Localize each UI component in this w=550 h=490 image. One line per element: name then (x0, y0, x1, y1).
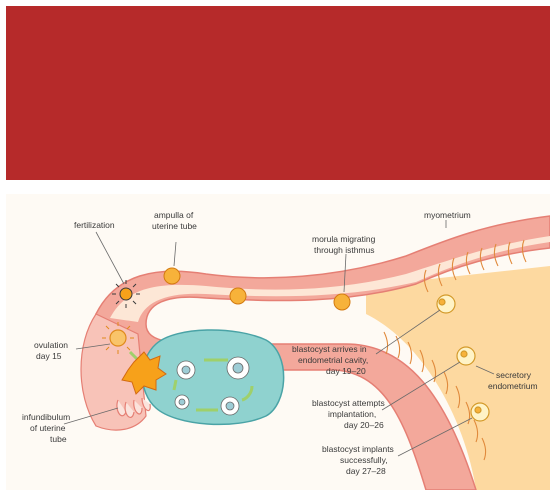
label-ampulla-2: uterine tube (152, 221, 197, 231)
label-secretory-2: endometrium (488, 381, 538, 391)
label-arrives-2: endometrial cavity, (298, 355, 368, 365)
embryo-migration-diagram: fertilization ampulla of uterine tube mo… (6, 194, 550, 490)
label-fertilization: fertilization (74, 220, 115, 230)
label-infundibulum-1: infundibulum (22, 412, 70, 422)
diagram-svg: fertilization ampulla of uterine tube mo… (6, 194, 550, 490)
label-arrives-1: blastocyst arrives in (292, 344, 367, 354)
label-morula-2: through isthmus (314, 245, 374, 255)
label-ovulation-1: ovulation (34, 340, 68, 350)
label-infundibulum-2: of uterine (30, 423, 66, 433)
label-implants-3: day 27–28 (346, 466, 386, 476)
label-secretory-1: secretory (496, 370, 532, 380)
label-attempts-2: implantation, (328, 409, 376, 419)
label-myometrium: myometrium (424, 210, 471, 220)
label-infundibulum-3: tube (50, 434, 67, 444)
label-implants-1: blastocyst implants (322, 444, 394, 454)
label-ovulation-2: day 15 (36, 351, 62, 361)
label-arrives-3: day 19–20 (326, 366, 366, 376)
label-ampulla-1: ampulla of (154, 210, 194, 220)
label-attempts-3: day 20–26 (344, 420, 384, 430)
label-morula-1: morula migrating (312, 234, 376, 244)
red-banner (6, 6, 550, 180)
label-implants-2: successfully, (340, 455, 388, 465)
label-attempts-1: blastocyst attempts (312, 398, 385, 408)
